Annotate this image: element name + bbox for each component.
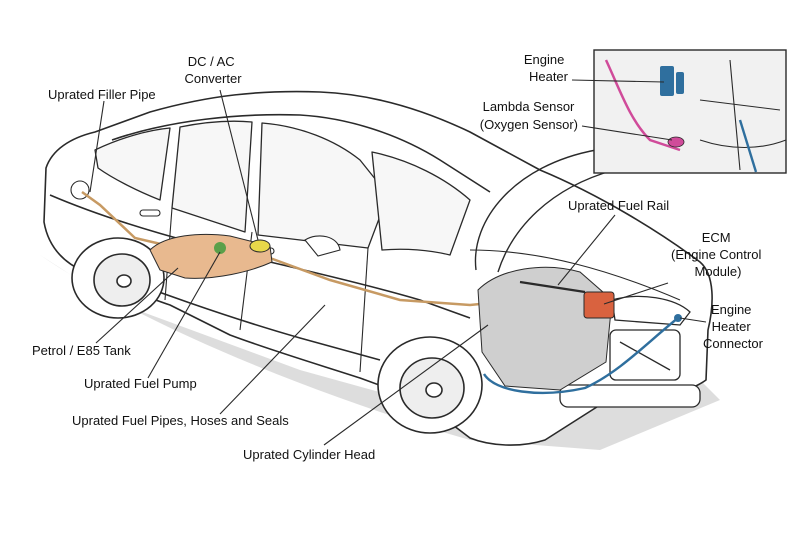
inset-lambda-sensor: [667, 136, 685, 148]
engine: [477, 266, 615, 391]
label-lambda-sensor: Lambda Sensor (Oxygen Sensor): [480, 99, 578, 132]
label-line: Connector: [703, 336, 764, 351]
label-ecm: ECM (Engine Control Module): [671, 230, 765, 279]
ecm-unit: [583, 291, 615, 319]
label-uprated-fuel-pipes: Uprated Fuel Pipes, Hoses and Seals: [72, 413, 289, 428]
label-line: Heater: [529, 69, 569, 84]
leader-tank: [95, 267, 179, 344]
inset-detail: [474, 49, 787, 273]
label-line: Converter: [184, 71, 242, 86]
label-line: Engine: [524, 52, 564, 67]
label-line: Uprated Cylinder Head: [243, 447, 375, 462]
front-bumper: [559, 384, 701, 408]
leader-ecm: [603, 282, 669, 305]
label-line: (Engine Control: [671, 247, 761, 262]
label-line: ECM: [702, 230, 731, 245]
label-uprated-filler-pipe: Uprated Filler Pipe: [48, 87, 156, 102]
dc-ac-converter-unit: [249, 239, 271, 253]
engine-heater-cable: [482, 317, 679, 394]
leader-engine-heater: [571, 79, 665, 83]
front-wheel: [377, 336, 483, 434]
label-line: Uprated Filler Pipe: [48, 87, 156, 102]
label-line: (Oxygen Sensor): [480, 117, 578, 132]
label-engine-heater: Engine Heater: [524, 52, 569, 84]
leader-dc-ac: [219, 89, 259, 241]
windows: [94, 120, 471, 256]
inset-callout: [474, 149, 615, 273]
fuel-pump-unit: [214, 242, 226, 254]
front-hub: [425, 382, 443, 398]
rear-wheel: [71, 237, 165, 319]
inset-heater-block-2: [676, 72, 684, 94]
front-end: [559, 295, 701, 408]
engine-block: [477, 266, 613, 391]
leader-fuel-pipes: [219, 304, 326, 415]
label-uprated-fuel-pump: Uprated Fuel Pump: [84, 376, 197, 391]
leader-heater-connector: [679, 317, 707, 323]
fuel-rail: [519, 280, 586, 294]
rear-door-window: [171, 120, 253, 233]
label-line: Lambda Sensor: [483, 99, 575, 114]
grille: [609, 329, 681, 381]
leader-filler-pipe: [89, 100, 105, 193]
label-line: Module): [695, 264, 742, 279]
label-petrol-e85-tank: Petrol / E85 Tank: [32, 343, 131, 358]
fuel-flap: [70, 180, 90, 200]
roof-line: [111, 113, 491, 193]
label-line: Petrol / E85 Tank: [32, 343, 131, 358]
car-shadow: [40, 255, 720, 450]
inset-blue-pipe: [738, 119, 758, 173]
engine-heater-connector-plug: [674, 314, 682, 322]
label-engine-heater-connector: Engine Heater Connector: [703, 302, 764, 351]
label-dc-ac-converter: DC / AC Converter: [184, 54, 242, 86]
inset-frame: [593, 49, 787, 174]
label-line: DC / AC: [188, 54, 235, 69]
inset-heater-block: [660, 66, 674, 96]
fuel-tank: [149, 233, 273, 279]
label-line: Engine: [711, 302, 751, 317]
side-mirror: [304, 235, 341, 257]
label-uprated-fuel-rail: Uprated Fuel Rail: [568, 198, 669, 213]
label-line: Uprated Fuel Pipes, Hoses and Seals: [72, 413, 289, 428]
rear-hub: [116, 274, 132, 288]
leader-lines: [89, 79, 707, 446]
grille-emblem: [619, 341, 671, 371]
windscreen: [371, 151, 471, 256]
door-seam-front: [359, 247, 369, 373]
rear-door-handle: [139, 209, 161, 217]
leader-cylinder-head: [323, 324, 489, 446]
label-line: Heater: [712, 319, 752, 334]
label-line: Uprated Fuel Rail: [568, 198, 669, 213]
leader-fuel-pump: [147, 251, 221, 379]
inset-pipe: [699, 59, 787, 171]
leader-lambda: [581, 125, 673, 141]
rear-window: [94, 127, 171, 201]
inset-pink-cable: [604, 59, 681, 152]
label-uprated-cylinder-head: Uprated Cylinder Head: [243, 447, 375, 462]
label-line: Uprated Fuel Pump: [84, 376, 197, 391]
leader-fuel-rail: [557, 214, 616, 286]
